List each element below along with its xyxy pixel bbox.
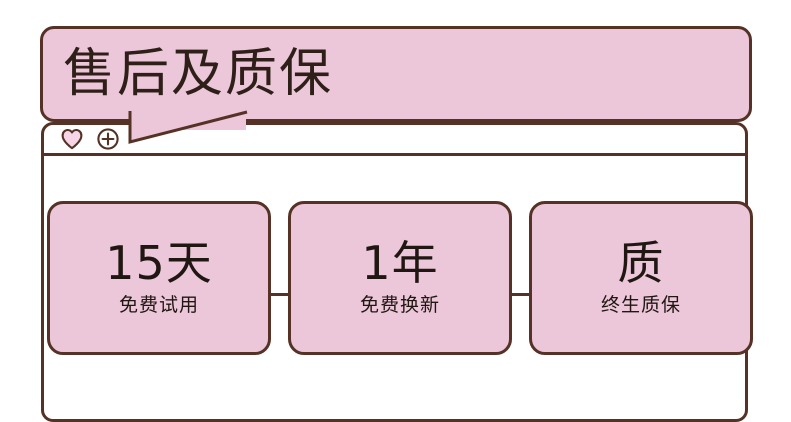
poster-canvas: 15天 免费试用 1年 免费换新 质 终生质保 售后及质保 — [40, 26, 753, 422]
feature-box-row: 15天 免费试用 1年 免费换新 质 终生质保 — [47, 201, 753, 355]
feature-main-text: 1年 — [361, 236, 439, 291]
feature-box-trial[interactable]: 15天 免费试用 — [47, 201, 271, 355]
connector-line-1 — [269, 293, 290, 296]
feature-sub-text: 免费换新 — [359, 293, 440, 316]
card-header-toolbar — [44, 125, 745, 156]
heart-icon[interactable] — [60, 127, 84, 151]
feature-sub-text: 终生质保 — [600, 293, 681, 316]
speech-bubble-tail — [128, 110, 248, 144]
feature-box-replacement[interactable]: 1年 免费换新 — [288, 201, 512, 355]
feature-main-text: 15天 — [105, 236, 213, 291]
warranty-card: 15天 免费试用 1年 免费换新 质 终生质保 — [41, 122, 753, 422]
title-speech-bubble: 售后及质保 — [40, 26, 752, 122]
page-title: 售后及质保 — [63, 44, 334, 104]
feature-main-text: 质 — [617, 236, 665, 291]
connector-line-2 — [510, 293, 531, 296]
feature-box-warranty[interactable]: 质 终生质保 — [529, 201, 753, 355]
plus-circle-icon[interactable] — [96, 127, 120, 151]
feature-sub-text: 免费试用 — [118, 293, 199, 316]
